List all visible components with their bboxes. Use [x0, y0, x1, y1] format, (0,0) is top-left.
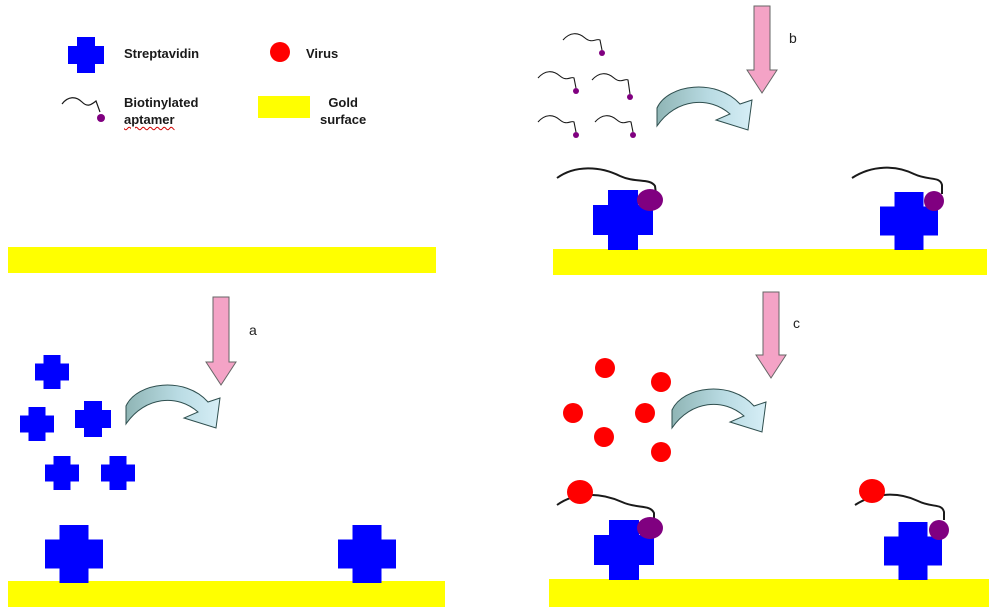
step-arrow-a — [205, 296, 237, 386]
aptamer-legend-label: Biotinylated aptamer — [124, 94, 198, 128]
aptamer-legend-label-line2: aptamer — [124, 112, 175, 127]
reaction-curved-arrow-a — [125, 384, 221, 429]
step-label-a: a — [249, 322, 257, 338]
streptavidin-aptamer-complex — [851, 166, 944, 250]
step-label-b: b — [789, 30, 797, 46]
virus-aptamer-streptavidin-complex — [854, 479, 949, 580]
virus-legend-label: Virus — [306, 46, 339, 61]
gold-legend-icon — [258, 96, 310, 118]
gold-legend-label-line2: surface — [320, 112, 367, 127]
aptamer-legend-label-line1: Biotinylated — [124, 95, 199, 110]
free-aptamers-group — [537, 33, 636, 138]
gold-surface-panel3 — [8, 581, 445, 607]
gold-surface-panel4 — [549, 579, 989, 607]
gold-surface-panel1 — [8, 247, 436, 273]
free-aptamer — [591, 73, 633, 100]
streptavidin-legend-label: Streptavidin — [124, 46, 200, 61]
streptavidin-legend-icon — [68, 37, 104, 73]
virus-legend-icon — [270, 42, 290, 62]
gold-legend-label: Gold surface — [320, 94, 366, 128]
free-aptamer — [537, 71, 579, 94]
free-streptavidin-group — [20, 355, 135, 490]
step-arrow-b — [746, 5, 778, 94]
aptamer-legend-icon — [61, 97, 105, 122]
bound-streptavidin-group — [45, 525, 396, 583]
step-label-c: c — [793, 315, 800, 331]
gold-legend-label-line1: Gold — [328, 95, 358, 110]
legend — [61, 37, 310, 122]
step-arrow-c — [755, 291, 787, 379]
gold-surface-panel2 — [553, 249, 987, 275]
free-virus-group — [563, 358, 671, 462]
streptavidin-aptamer-complex — [556, 167, 663, 250]
free-aptamer — [537, 115, 579, 138]
reaction-curved-arrow-c — [671, 388, 767, 433]
reaction-curved-arrow-b — [656, 86, 753, 131]
free-aptamer — [594, 115, 636, 138]
free-aptamer — [562, 33, 605, 56]
virus-aptamer-streptavidin-complex — [556, 480, 663, 580]
